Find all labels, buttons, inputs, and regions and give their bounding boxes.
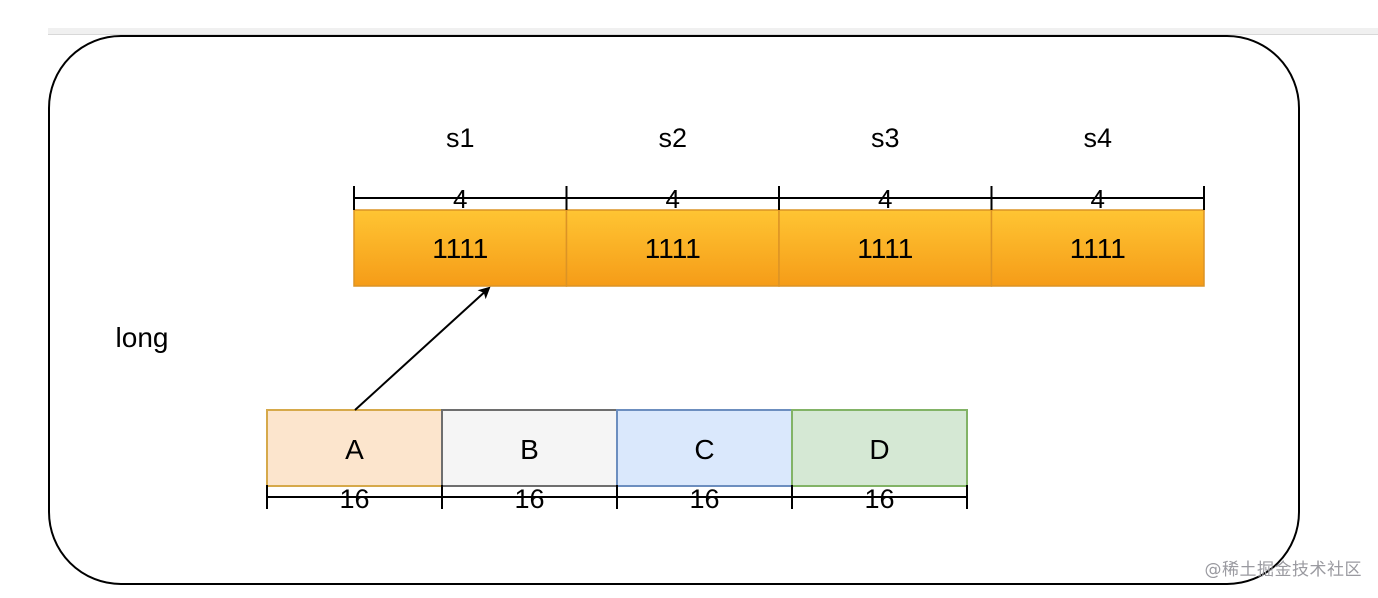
bottom-segment-box [266,409,443,487]
bottom-segment-box [791,409,968,487]
segment-value-label: 1111 [1070,233,1126,264]
bottom-segment: D 16 [791,409,968,514]
segment-name-label: s1 [446,123,475,153]
top-segment: s111114 [353,123,568,287]
top-segment: s311114 [778,123,993,287]
long-container [48,35,1300,585]
top-segment-box [778,209,993,287]
segment-letter-label: D [869,434,889,465]
segment-letter-label: A [345,434,364,465]
segment-width-label: 16 [864,484,894,514]
top-segment: s411114 [990,123,1205,287]
segment-value-label: 1111 [645,233,701,264]
bottom-segment: B 16 [441,409,618,514]
segment-width-label: 16 [514,484,544,514]
top-segment-box [565,209,780,287]
pointer-arrow [354,286,491,411]
container-label: long [116,322,169,353]
segment-letter-label: B [520,434,539,465]
top-divider [48,28,1378,35]
segment-name-label: s4 [1083,123,1112,153]
bottom-segment: A 16 [266,409,443,514]
segment-letter-label: C [694,434,714,465]
watermark: @稀土掘金技术社区 [1204,560,1362,580]
bottom-row: A 16 B 16 C 16 D 16 [266,409,968,514]
segment-value-label: 1111 [857,233,913,264]
top-segment: s211114 [565,123,780,287]
top-row: s111114s211114s311114s411114 [353,123,1205,287]
segment-width-label: 16 [689,484,719,514]
segment-width-label: 16 [339,484,369,514]
segment-name-label: s2 [658,123,687,153]
segment-value-label: 1111 [432,233,488,264]
top-segment-box [990,209,1205,287]
segment-name-label: s3 [871,123,900,153]
